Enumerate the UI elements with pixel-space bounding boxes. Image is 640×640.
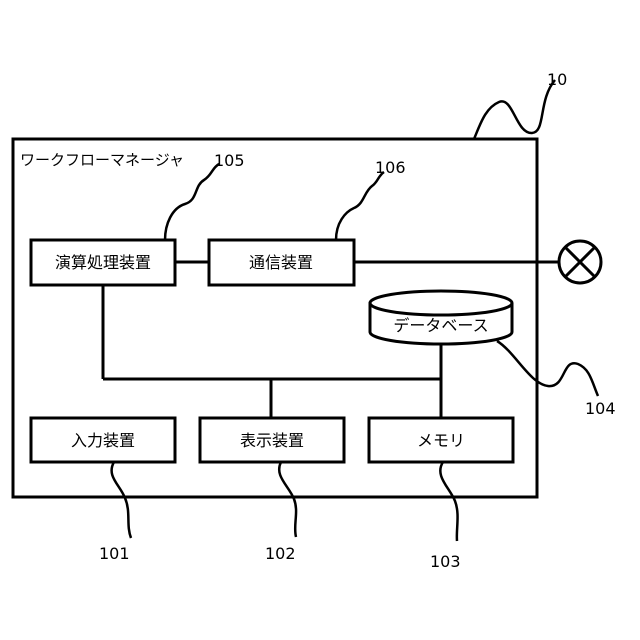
memory-box: メモリ xyxy=(369,418,513,462)
communication-unit-box: 通信装置 xyxy=(209,240,354,285)
input-device-label: 入力装置 xyxy=(71,431,135,450)
database-label: データベース xyxy=(393,316,488,335)
display-ref-label: 102 xyxy=(265,544,296,563)
arithmetic-unit-label: 演算処理装置 xyxy=(55,253,151,272)
crossed-circle-icon xyxy=(559,241,601,283)
display-device-box: 表示装置 xyxy=(200,418,344,462)
arithmetic-unit-box: 演算処理装置 xyxy=(31,240,175,285)
diagram-title: ワークフローマネージャ xyxy=(20,151,184,169)
arithmetic-ref-label: 105 xyxy=(214,151,245,170)
database-ref-label: 104 xyxy=(585,399,616,418)
memory-label: メモリ xyxy=(417,431,465,450)
communication-ref-label: 106 xyxy=(375,158,406,177)
communication-unit-label: 通信装置 xyxy=(249,253,313,272)
database-cylinder: データベース xyxy=(370,291,512,344)
system-ref-label: 10 xyxy=(547,70,567,89)
input-ref-label: 101 xyxy=(99,544,130,563)
system-ref-leader xyxy=(474,80,555,139)
input-device-box: 入力装置 xyxy=(31,418,175,462)
display-device-label: 表示装置 xyxy=(240,431,304,450)
memory-ref-label: 103 xyxy=(430,552,461,571)
